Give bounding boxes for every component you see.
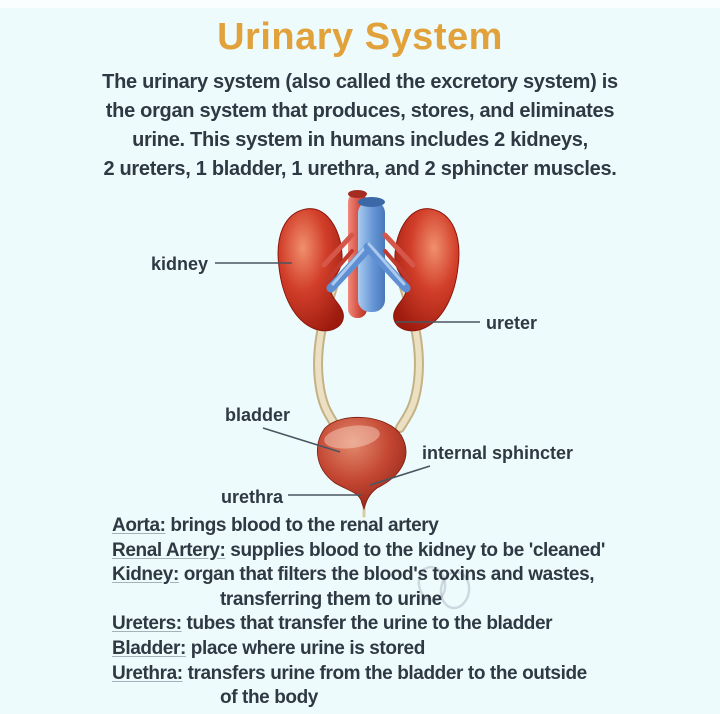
internal-sphincter-leader-line bbox=[369, 465, 431, 486]
intro-line: the organ system that produces, stores, … bbox=[105, 100, 615, 122]
definition-text: supplies blood to the kidney to be 'clea… bbox=[225, 539, 605, 561]
definition-term: Kidney: bbox=[112, 564, 179, 586]
internal-sphincter-label: internal sphincter bbox=[422, 443, 573, 463]
definition-urethra: Urethra: transfers urine from the bladde… bbox=[112, 662, 712, 687]
definition-aorta: Aorta: brings blood to the renal artery bbox=[112, 514, 712, 539]
definition-urethra-continued: of the body bbox=[220, 687, 318, 709]
definition-text: place where urine is stored bbox=[185, 637, 426, 659]
definition-ureters: Ureters: tubes that transfer the urine t… bbox=[112, 612, 712, 637]
definition-term: Ureters: bbox=[112, 613, 182, 635]
definitions-list: Aorta: brings blood to the renal artery … bbox=[112, 514, 712, 711]
intro-line: The urinary system (also called the excr… bbox=[102, 71, 618, 93]
top-strip bbox=[0, 0, 720, 8]
bladder-highlight bbox=[324, 425, 380, 449]
kidney-right bbox=[394, 209, 459, 428]
urinary-diagram: kidney ureter bladder internal sphincter… bbox=[151, 190, 573, 518]
definition-text: organ that filters the blood's toxins an… bbox=[178, 564, 595, 586]
definition-text: brings blood to the renal artery bbox=[165, 515, 439, 536]
bladder-leader-line bbox=[262, 427, 341, 453]
definition-text: transfers urine from the bladder to the … bbox=[182, 662, 588, 684]
definition-term: Bladder: bbox=[112, 637, 186, 659]
definition-renal-artery: Renal Artery: supplies blood to the kidn… bbox=[112, 539, 712, 564]
bladder-label: bladder bbox=[225, 405, 290, 425]
page-title: Urinary System bbox=[217, 16, 503, 58]
intro-line: 2 ureters, 1 bladder, 1 urethra, and 2 s… bbox=[103, 158, 617, 180]
urethra-label: urethra bbox=[221, 487, 284, 507]
ureter-label: ureter bbox=[486, 313, 537, 333]
definition-term: Aorta: bbox=[112, 515, 166, 536]
kidney-label: kidney bbox=[151, 254, 208, 274]
definition-kidney-continued: transferring them to urine bbox=[220, 588, 442, 610]
intro-line: urine. This system in humans includes 2 … bbox=[132, 129, 588, 151]
definition-text: tubes that transfer the urine to the bla… bbox=[181, 613, 553, 635]
definition-bladder: Bladder: place where urine is stored bbox=[112, 637, 712, 662]
kidney-left bbox=[278, 209, 343, 428]
definition-kidney: Kidney: organ that filters the blood's t… bbox=[112, 563, 712, 588]
definition-term: Renal Artery: bbox=[112, 539, 226, 561]
bladder-shape bbox=[317, 416, 407, 511]
definition-term: Urethra: bbox=[112, 662, 183, 684]
intro-paragraph: The urinary system (also called the excr… bbox=[0, 68, 720, 184]
watermark-circles bbox=[417, 565, 471, 610]
